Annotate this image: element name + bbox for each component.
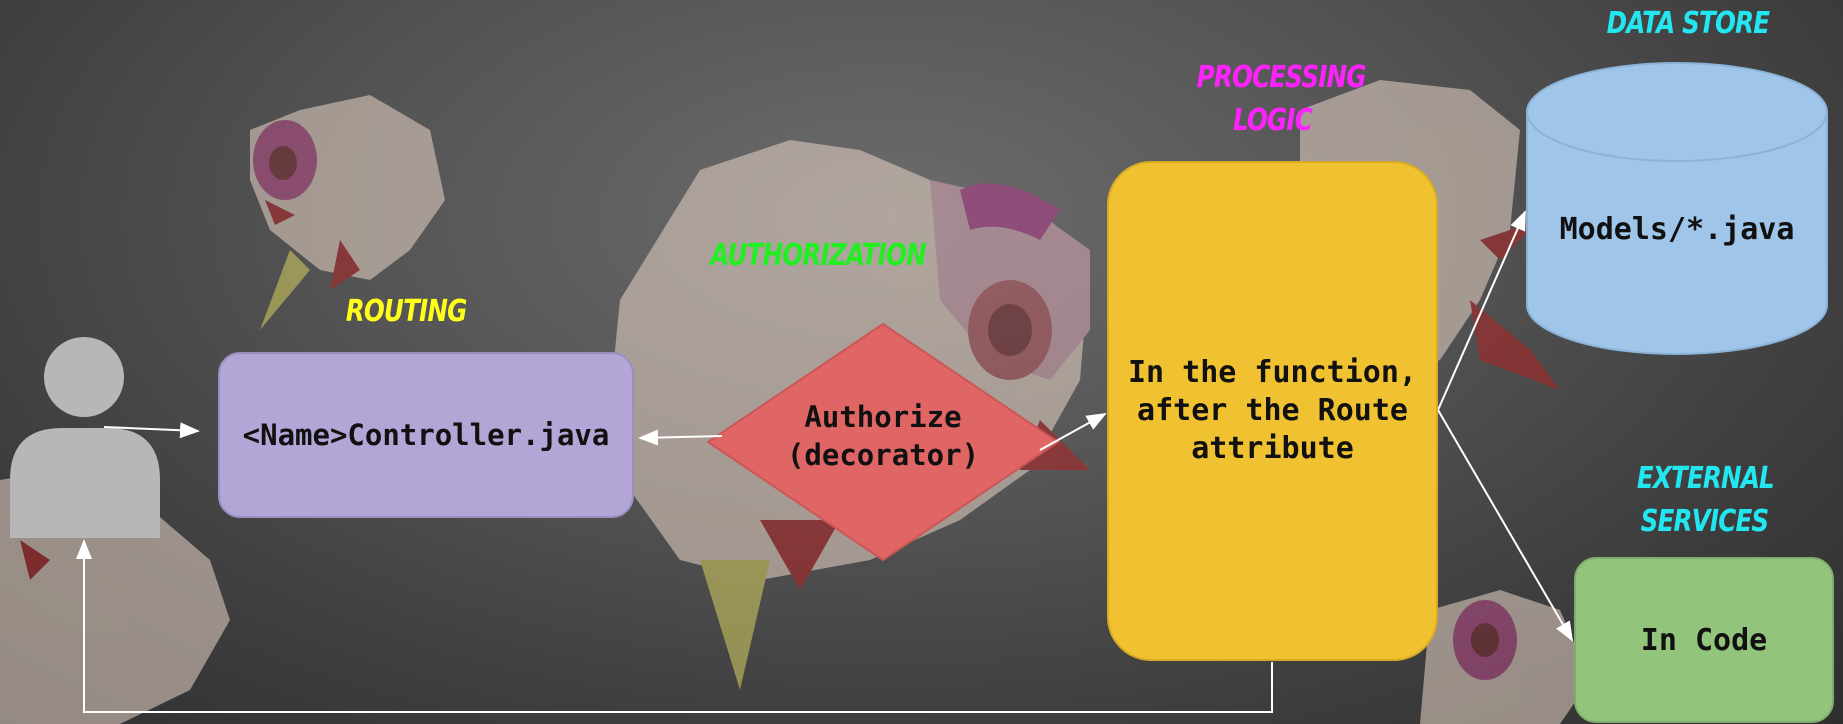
- external-node: In Code: [1574, 557, 1834, 723]
- arrow-processing-to-external: [1437, 409, 1574, 642]
- arrow-authorize-to-processing: [1039, 413, 1107, 451]
- routing-node-text: <Name>Controller.java: [242, 418, 610, 452]
- authorize-diamond: [706, 322, 1060, 562]
- background-bird-small: [250, 95, 445, 330]
- database-cylinder-icon: [1526, 62, 1828, 355]
- data-store-label: DATA STORE: [1606, 6, 1770, 41]
- external-label-line2: SERVICES: [1640, 504, 1769, 539]
- user-icon: [10, 337, 160, 538]
- processing-label-line1: PROCESSING: [1196, 60, 1367, 95]
- authorize-node-text-line1: Authorize: [804, 400, 962, 434]
- arrow-processing-to-datastore: [1437, 210, 1526, 411]
- arrow-user-to-routing: [103, 422, 200, 439]
- routing-label: ROUTING: [345, 294, 468, 329]
- authorize-node-text-line2: (decorator): [786, 438, 980, 472]
- background-bird-bottom-right: [1420, 590, 1590, 724]
- external-node-text: In Code: [1640, 622, 1768, 658]
- arrow-authorize-to-routing: [638, 429, 723, 446]
- external-label-line1: EXTERNAL: [1636, 461, 1775, 496]
- processing-node-text: In the function, after the Route attribu…: [1128, 355, 1417, 466]
- authorization-label: AUTHORIZATION: [710, 238, 926, 273]
- arrow-processing-back-to-user: [76, 539, 1273, 713]
- routing-node: <Name>Controller.java: [218, 352, 634, 518]
- processing-node: In the function, after the Route attribu…: [1107, 161, 1438, 661]
- data-store-node-text: Models/*.java: [1559, 212, 1795, 247]
- processing-label-line2: LOGIC: [1232, 103, 1313, 138]
